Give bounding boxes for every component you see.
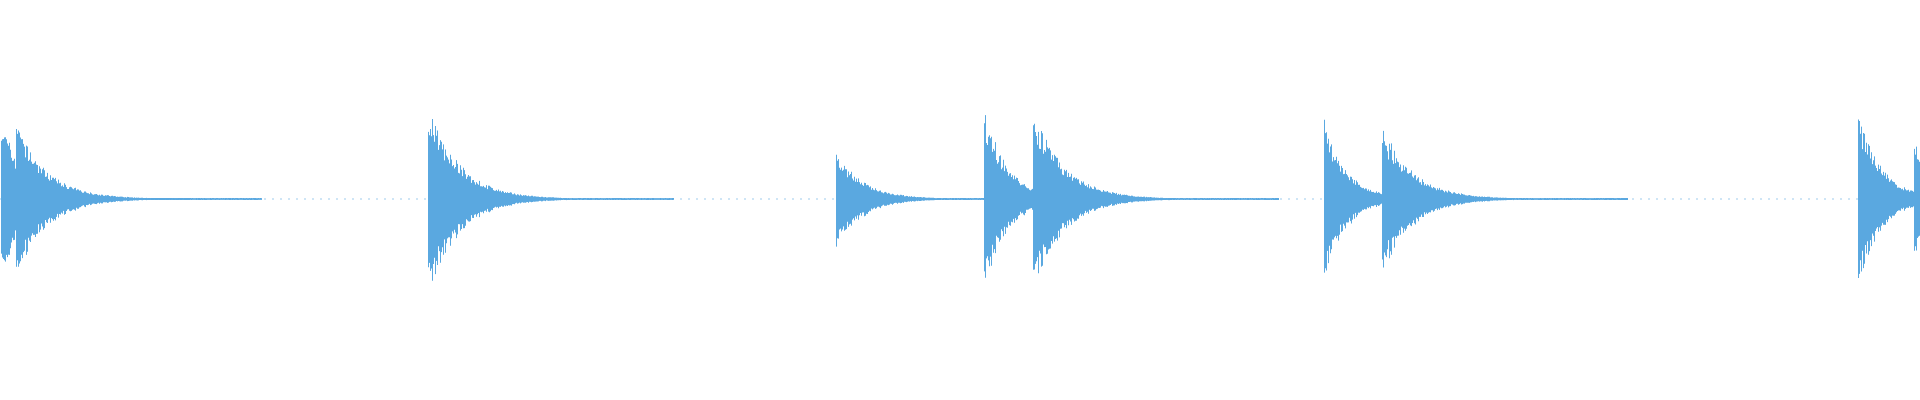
waveform-onset: [1033, 123, 1279, 274]
waveform-onset: [16, 129, 262, 267]
waveform-onset: [1382, 130, 1628, 268]
waveform-onset: [1858, 119, 1920, 278]
waveform-onset: [428, 119, 674, 281]
waveform-onset: [1914, 146, 1920, 251]
waveform-onset: [836, 154, 1051, 247]
waveform-bars: [1, 115, 1920, 281]
